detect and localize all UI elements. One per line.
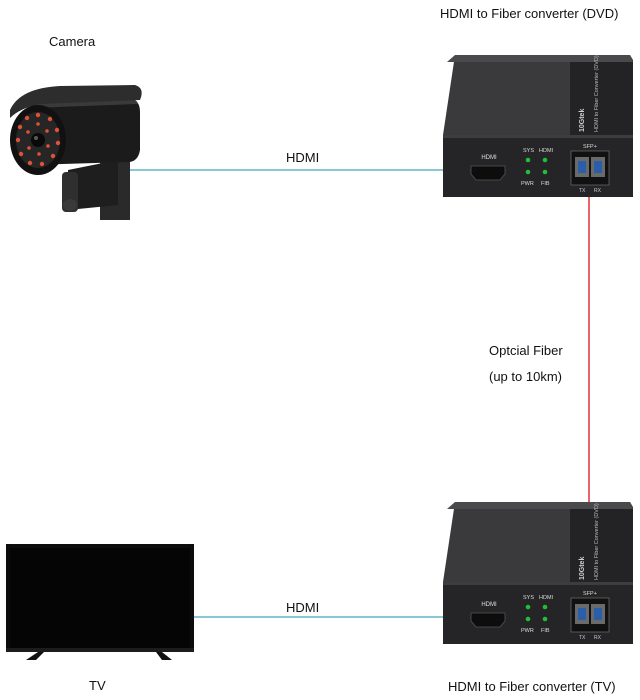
- tv-stand-right: [156, 652, 172, 660]
- led-hdmi: [543, 158, 548, 163]
- rx-label: RX: [594, 188, 602, 194]
- led-sys: [526, 158, 531, 163]
- led-pwr: [526, 617, 531, 622]
- converter-top-device: 10Gtek HDMI to Fiber Converter (DVD) HDM…: [443, 55, 633, 197]
- converter-bottom-brand: 10Gtek: [579, 557, 586, 580]
- led-fib-label: FIB: [541, 181, 550, 187]
- led-fib: [543, 170, 548, 175]
- tx-label: TX: [579, 635, 586, 641]
- converter-bottom-model: HDMI to Fiber Converter (DVD): [594, 503, 600, 580]
- converter-top-model: HDMI to Fiber Converter (DVD): [594, 55, 600, 132]
- camera-image: [10, 85, 142, 220]
- tv-image: [6, 544, 194, 660]
- converter-top-brand: 10Gtek: [579, 109, 586, 132]
- sfp-label: SFP+: [583, 591, 597, 597]
- led-fib: [543, 617, 548, 622]
- converter-top-hdmi-port-label: HDMI: [481, 155, 497, 161]
- led-fib-label: FIB: [541, 628, 550, 634]
- led-hdmi-label: HDMI: [539, 595, 554, 601]
- led-sys-label: SYS: [523, 595, 534, 601]
- led-hdmi: [543, 605, 548, 610]
- led-sys-label: SYS: [523, 148, 534, 154]
- converter-bottom-hdmi-port: [471, 613, 505, 627]
- led-pwr-label: PWR: [521, 628, 534, 634]
- tx-label: TX: [579, 188, 586, 194]
- converter-bottom-hdmi-port-label: HDMI: [481, 602, 497, 608]
- led-pwr: [526, 170, 531, 175]
- led-sys: [526, 605, 531, 610]
- sfp-label: SFP+: [583, 144, 597, 150]
- rx-label: RX: [594, 635, 602, 641]
- tv-stand-left: [26, 652, 44, 660]
- led-pwr-label: PWR: [521, 181, 534, 187]
- converter-top-hdmi-port: [471, 166, 505, 180]
- led-hdmi-label: HDMI: [539, 148, 554, 154]
- converter-bottom-device: 10Gtek HDMI to Fiber Converter (DVD) HDM…: [443, 502, 633, 644]
